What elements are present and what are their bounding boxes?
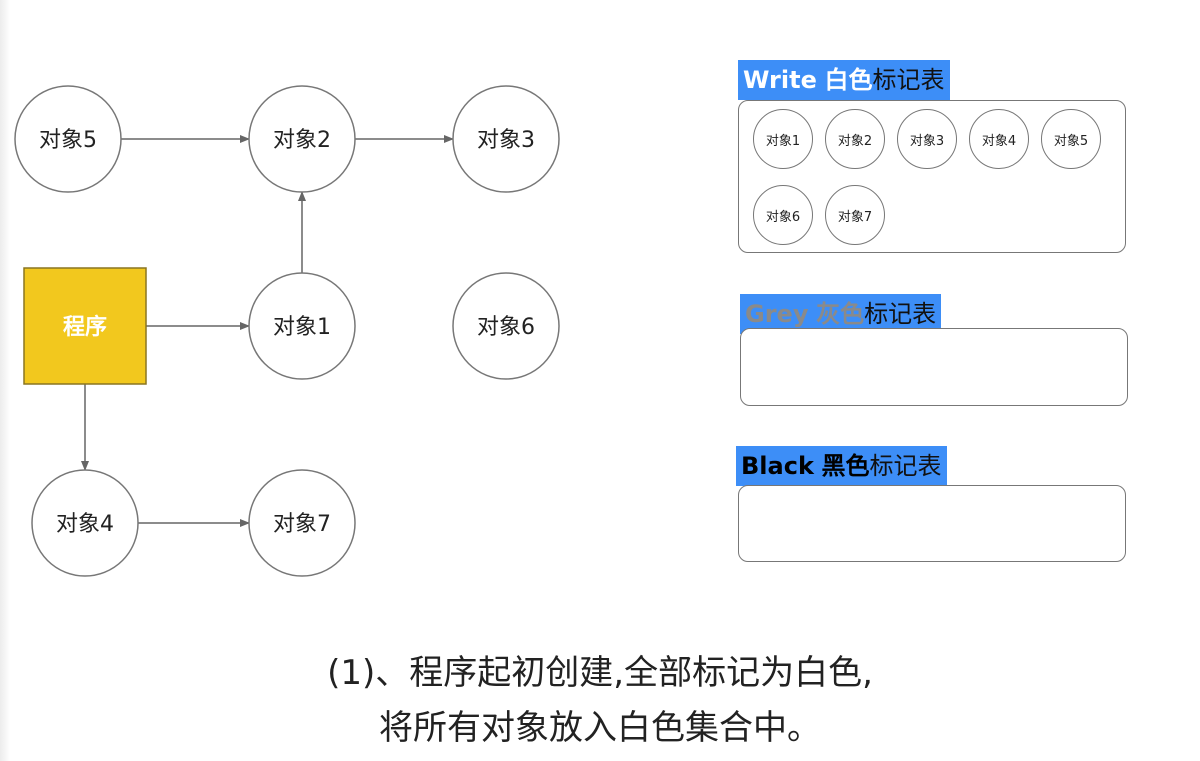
grey-mark-table — [740, 328, 1128, 406]
object-reference-graph: 程序 对象1 对象2 对象3 对象4 对象5 对象6 对象7 — [14, 85, 560, 577]
node-label-obj2: 对象2 — [273, 128, 331, 153]
node-obj3: 对象3 — [452, 85, 560, 193]
node-circle-obj4 — [31, 469, 139, 577]
graph-edges — [81, 135, 454, 527]
grey-title-en: Grey — [745, 300, 809, 328]
grey-title-color: 灰色 — [816, 300, 865, 328]
program-node: 程序 — [23, 267, 147, 385]
node-label-obj3: 对象3 — [477, 128, 535, 153]
white-title-rest: 标记表 — [872, 66, 945, 94]
grey-table-title: Grey 灰色标记表 — [740, 294, 942, 334]
node-label-obj1: 对象1 — [273, 315, 331, 340]
node-label-obj5: 对象5 — [39, 128, 97, 153]
black-title-en: Black — [741, 452, 814, 480]
program-label: 程序 — [63, 314, 107, 340]
white-table-item-2: 对象2 — [825, 109, 885, 169]
node-circle-obj6 — [452, 272, 560, 380]
grey-title-rest: 标记表 — [864, 300, 937, 328]
node-obj7: 对象7 — [248, 469, 356, 577]
node-obj1: 对象1 — [248, 272, 356, 380]
node-obj5: 对象5 — [14, 85, 122, 193]
white-table-item-7: 对象7 — [825, 185, 885, 245]
white-title-en: Write — [743, 66, 817, 94]
node-circle-obj3 — [452, 85, 560, 193]
left-edge-shade — [0, 0, 10, 761]
node-obj4: 对象4 — [31, 469, 139, 577]
node-obj2: 对象2 — [248, 85, 356, 193]
black-title-color: 黑色 — [821, 452, 870, 480]
node-label-obj4: 对象4 — [56, 512, 114, 537]
white-table-item-1: 对象1 — [753, 109, 813, 169]
node-obj6: 对象6 — [452, 272, 560, 380]
caption-line-2: 将所有对象放入白色集合中。 — [379, 708, 821, 748]
program-box — [23, 267, 147, 385]
white-table-item-3: 对象3 — [897, 109, 957, 169]
graph-nodes: 程序 对象1 对象2 对象3 对象4 对象5 对象6 对象7 — [14, 85, 560, 577]
node-circle-obj1 — [248, 272, 356, 380]
white-table-item-4: 对象4 — [969, 109, 1029, 169]
black-table-title: Black 黑色标记表 — [736, 446, 947, 486]
node-label-obj7: 对象7 — [273, 512, 331, 537]
node-label-obj6: 对象6 — [477, 315, 535, 340]
black-mark-table — [738, 485, 1126, 562]
white-table-item-6: 对象6 — [753, 185, 813, 245]
node-circle-obj7 — [248, 469, 356, 577]
black-title-rest: 标记表 — [869, 452, 942, 480]
node-circle-obj2 — [248, 85, 356, 193]
white-title-color: 白色 — [824, 66, 873, 94]
caption-line-1: (1)、程序起初创建,全部标记为白色, — [327, 653, 873, 693]
white-table-title: Write 白色标记表 — [738, 60, 950, 100]
white-table-item-5: 对象5 — [1041, 109, 1101, 169]
node-circle-obj5 — [14, 85, 122, 193]
